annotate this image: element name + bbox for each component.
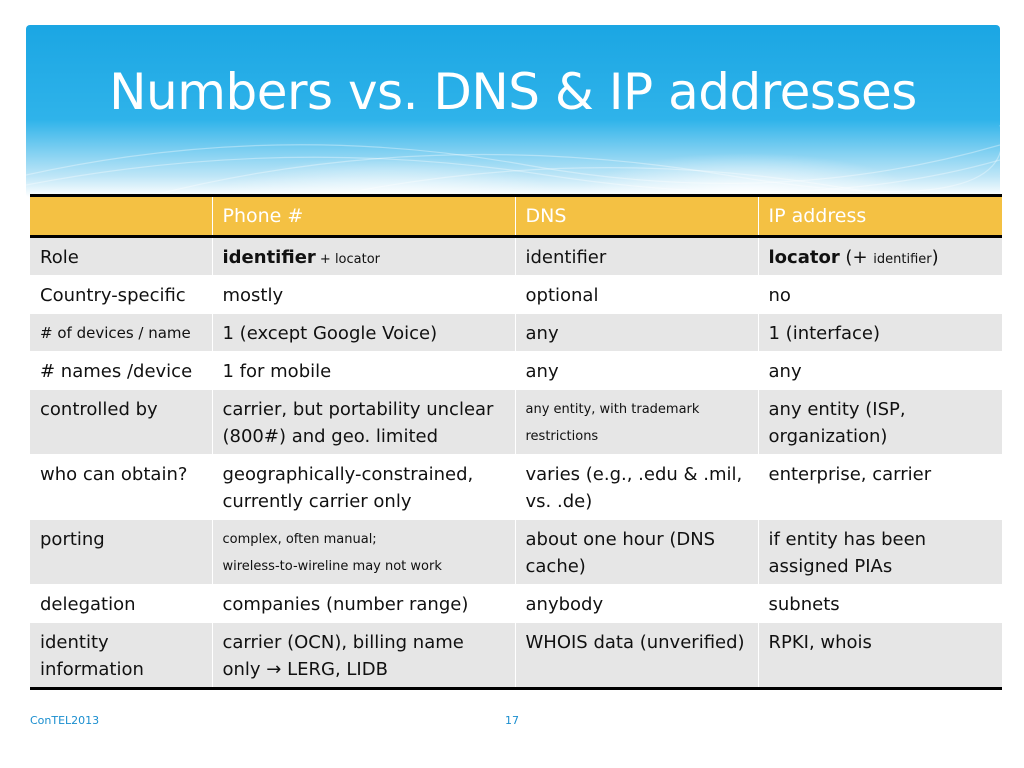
cell-phone-line1: carrier (OCN), billing name [222,632,464,653]
table-row: # names /device 1 for mobile any any [30,351,1002,390]
cell-ip: no [757,275,1002,314]
cell-phone: identifier + locator [211,236,515,276]
cell-dns: anybody [514,584,758,623]
cell-ip: enterprise, carrier [757,454,1002,520]
table-row: delegation companies (number range) anyb… [30,584,1002,623]
cell-ip-small: identifier [873,252,932,267]
table-row: Role identifier + locator identifier loc… [30,236,1002,276]
cell-ip: RPKI, whois [757,622,1002,689]
cell-phone: geographically-constrained, currently ca… [211,454,515,520]
table-header-row: Phone # DNS IP address [30,195,1002,238]
cell-ip: any [757,351,1002,390]
cell-phone: complex, often manual; wireless-to-wireli… [211,519,515,585]
cell-dns: any [514,351,758,390]
row-label: # names /device [30,351,212,390]
cell-ip-open: (+ [839,247,874,268]
footer-conference: ConTEL2013 [30,714,100,727]
cell-dns: identifier [514,236,758,276]
cell-dns: about one hour (DNS cache) [514,519,758,585]
cell-phone-strong: identifier [222,247,316,268]
header-ip: IP address [757,195,1002,238]
cell-ip: if entity has been assigned PIAs [757,519,1002,585]
cell-phone-line1: complex, often manual; [222,532,377,547]
cell-phone: mostly [211,275,515,314]
cell-phone: 1 (except Google Voice) [211,313,515,352]
row-label: who can obtain? [30,454,212,520]
page-number: 17 [505,714,519,727]
cell-ip-close: ) [931,247,939,268]
cell-dns: optional [514,275,758,314]
cell-phone: carrier, but portability unclear (800#) … [211,389,515,455]
banner-wave-decoration [26,125,1000,197]
cell-ip: any entity (ISP, organization) [757,389,1002,455]
cell-phone: 1 for mobile [211,351,515,390]
row-label: delegation [30,584,212,623]
row-label: Country-specific [30,275,212,314]
cell-ip: locator (+ identifier) [757,236,1002,276]
header-dns: DNS [514,195,758,238]
table-row: who can obtain? geographically-constrain… [30,454,1002,520]
cell-dns: WHOIS data (unverified) [514,622,758,689]
row-label: controlled by [30,389,212,455]
row-label: # of devices / name [30,313,212,352]
row-label: identity information [30,622,212,689]
cell-phone-line2: wireless-to-wireline may not work [222,559,442,574]
comparison-table: Phone # DNS IP address Role identifier +… [30,194,1002,690]
header-empty [30,195,212,238]
cell-phone: companies (number range) [211,584,515,623]
table-row: # of devices / name 1 (except Google Voi… [30,313,1002,352]
table-row: Country-specific mostly optional no [30,275,1002,314]
cell-phone: carrier (OCN), billing name only → LERG, … [211,622,515,689]
header-phone: Phone # [211,195,515,238]
table-row: porting complex, often manual; wireless-t… [30,519,1002,585]
cell-ip: subnets [757,584,1002,623]
cell-dns: any entity, with trademark restrictions [514,389,758,455]
cell-ip-strong: locator [768,247,840,268]
table-row: controlled by carrier, but portability u… [30,389,1002,455]
cell-phone-line2: only → LERG, LIDB [222,659,388,680]
cell-dns: varies (e.g., .edu & .mil, vs. .de) [514,454,758,520]
slide-title: Numbers vs. DNS & IP addresses [109,63,917,121]
title-banner: Numbers vs. DNS & IP addresses [26,25,1000,197]
row-label: porting [30,519,212,585]
cell-ip: 1 (interface) [757,313,1002,352]
cell-dns: any [514,313,758,352]
row-label: Role [30,236,212,276]
cell-phone-rest: + locator [315,252,381,267]
table-row: identity information carrier (OCN), bill… [30,622,1002,689]
